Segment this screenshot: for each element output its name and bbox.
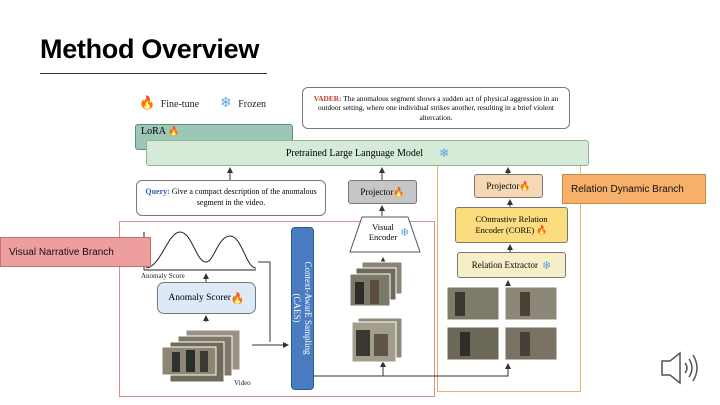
- relation-dynamic-branch-label: Relation Dynamic Branch: [562, 174, 706, 204]
- flame-icon: 🔥: [139, 95, 156, 110]
- query-text: Give a compact description of the anomal…: [171, 187, 317, 207]
- relation-extractor-label: Relation Extractor: [471, 260, 538, 270]
- lora-label: LoRA: [141, 126, 166, 137]
- visual-branch-region: [119, 221, 435, 397]
- flame-icon: 🔥: [536, 224, 548, 235]
- legend-fine-tune: 🔥 Fine-tune: [139, 95, 199, 111]
- snowflake-icon: ❄: [220, 96, 232, 111]
- video-frames: [161, 329, 241, 383]
- vader-output-box: VADER: The anomalous segment shows a sud…: [302, 87, 570, 129]
- legend-frozen: ❄ Frozen: [220, 95, 266, 112]
- vader-label: VADER:: [313, 93, 342, 103]
- projector-relation: Projector 🔥: [474, 174, 543, 198]
- query-box: Query: Give a compact description of the…: [136, 180, 326, 216]
- core-box: COntrastive Relation Encoder (CORE) 🔥: [455, 207, 568, 243]
- legend-frozen-label: Frozen: [238, 99, 267, 110]
- slide-title: Method Overview: [40, 34, 260, 64]
- snowflake-icon: ❄: [439, 145, 450, 160]
- core-line1: COntrastive Relation: [475, 214, 548, 225]
- anomaly-score-label: Anomaly Score: [141, 272, 185, 280]
- projector-relation-label: Projector: [486, 181, 520, 191]
- llm-box: Pretrained Large Language Model ❄: [146, 140, 589, 166]
- visual-encoder-line2: Encoder: [368, 232, 398, 243]
- caes-line2: (CAES): [292, 293, 302, 323]
- snowflake-icon: ❄: [542, 259, 552, 272]
- anomaly-scorer-label: Anomaly Scorer: [168, 293, 231, 303]
- visual-encoder: Visual Encoder: [355, 222, 411, 242]
- llm-label: Pretrained Large Language Model: [285, 147, 424, 159]
- visual-encoder-line1: Visual: [372, 222, 394, 232]
- query-label: Query:: [145, 187, 170, 197]
- encoder-frames-bottom: [351, 317, 403, 363]
- relation-frames: [446, 286, 558, 361]
- anomaly-score-plot: [143, 231, 257, 271]
- visual-narrative-branch-label: Visual Narrative Branch: [0, 237, 151, 267]
- vader-text: The anomalous segment shows a sudden act…: [318, 93, 559, 122]
- caes-line1: Context-AwarE Sampling: [302, 261, 313, 355]
- flame-icon: 🔥: [393, 186, 405, 197]
- flame-icon: 🔥: [230, 292, 245, 305]
- encoder-frames-top: [349, 261, 403, 307]
- caes-box: [291, 227, 314, 390]
- projector-visual: Projector 🔥: [348, 180, 417, 204]
- flame-icon: 🔥: [519, 180, 531, 191]
- speaker-icon: [661, 351, 698, 385]
- title-underline: [40, 73, 267, 74]
- projector-visual-label: Projector: [360, 187, 394, 197]
- relation-extractor-box: Relation Extractor ❄: [457, 252, 566, 278]
- video-label: Video: [234, 379, 251, 387]
- snowflake-icon: ❄: [400, 227, 410, 239]
- visual-encoder-shape: [349, 216, 421, 253]
- flame-icon: 🔥: [168, 126, 180, 136]
- core-line2: Encoder (CORE): [475, 224, 535, 235]
- caes-label: Context-AwarE Sampling (CAES): [291, 262, 313, 355]
- legend-fine-tune-label: Fine-tune: [160, 99, 200, 110]
- anomaly-scorer-box: Anomaly Scorer 🔥: [157, 282, 256, 314]
